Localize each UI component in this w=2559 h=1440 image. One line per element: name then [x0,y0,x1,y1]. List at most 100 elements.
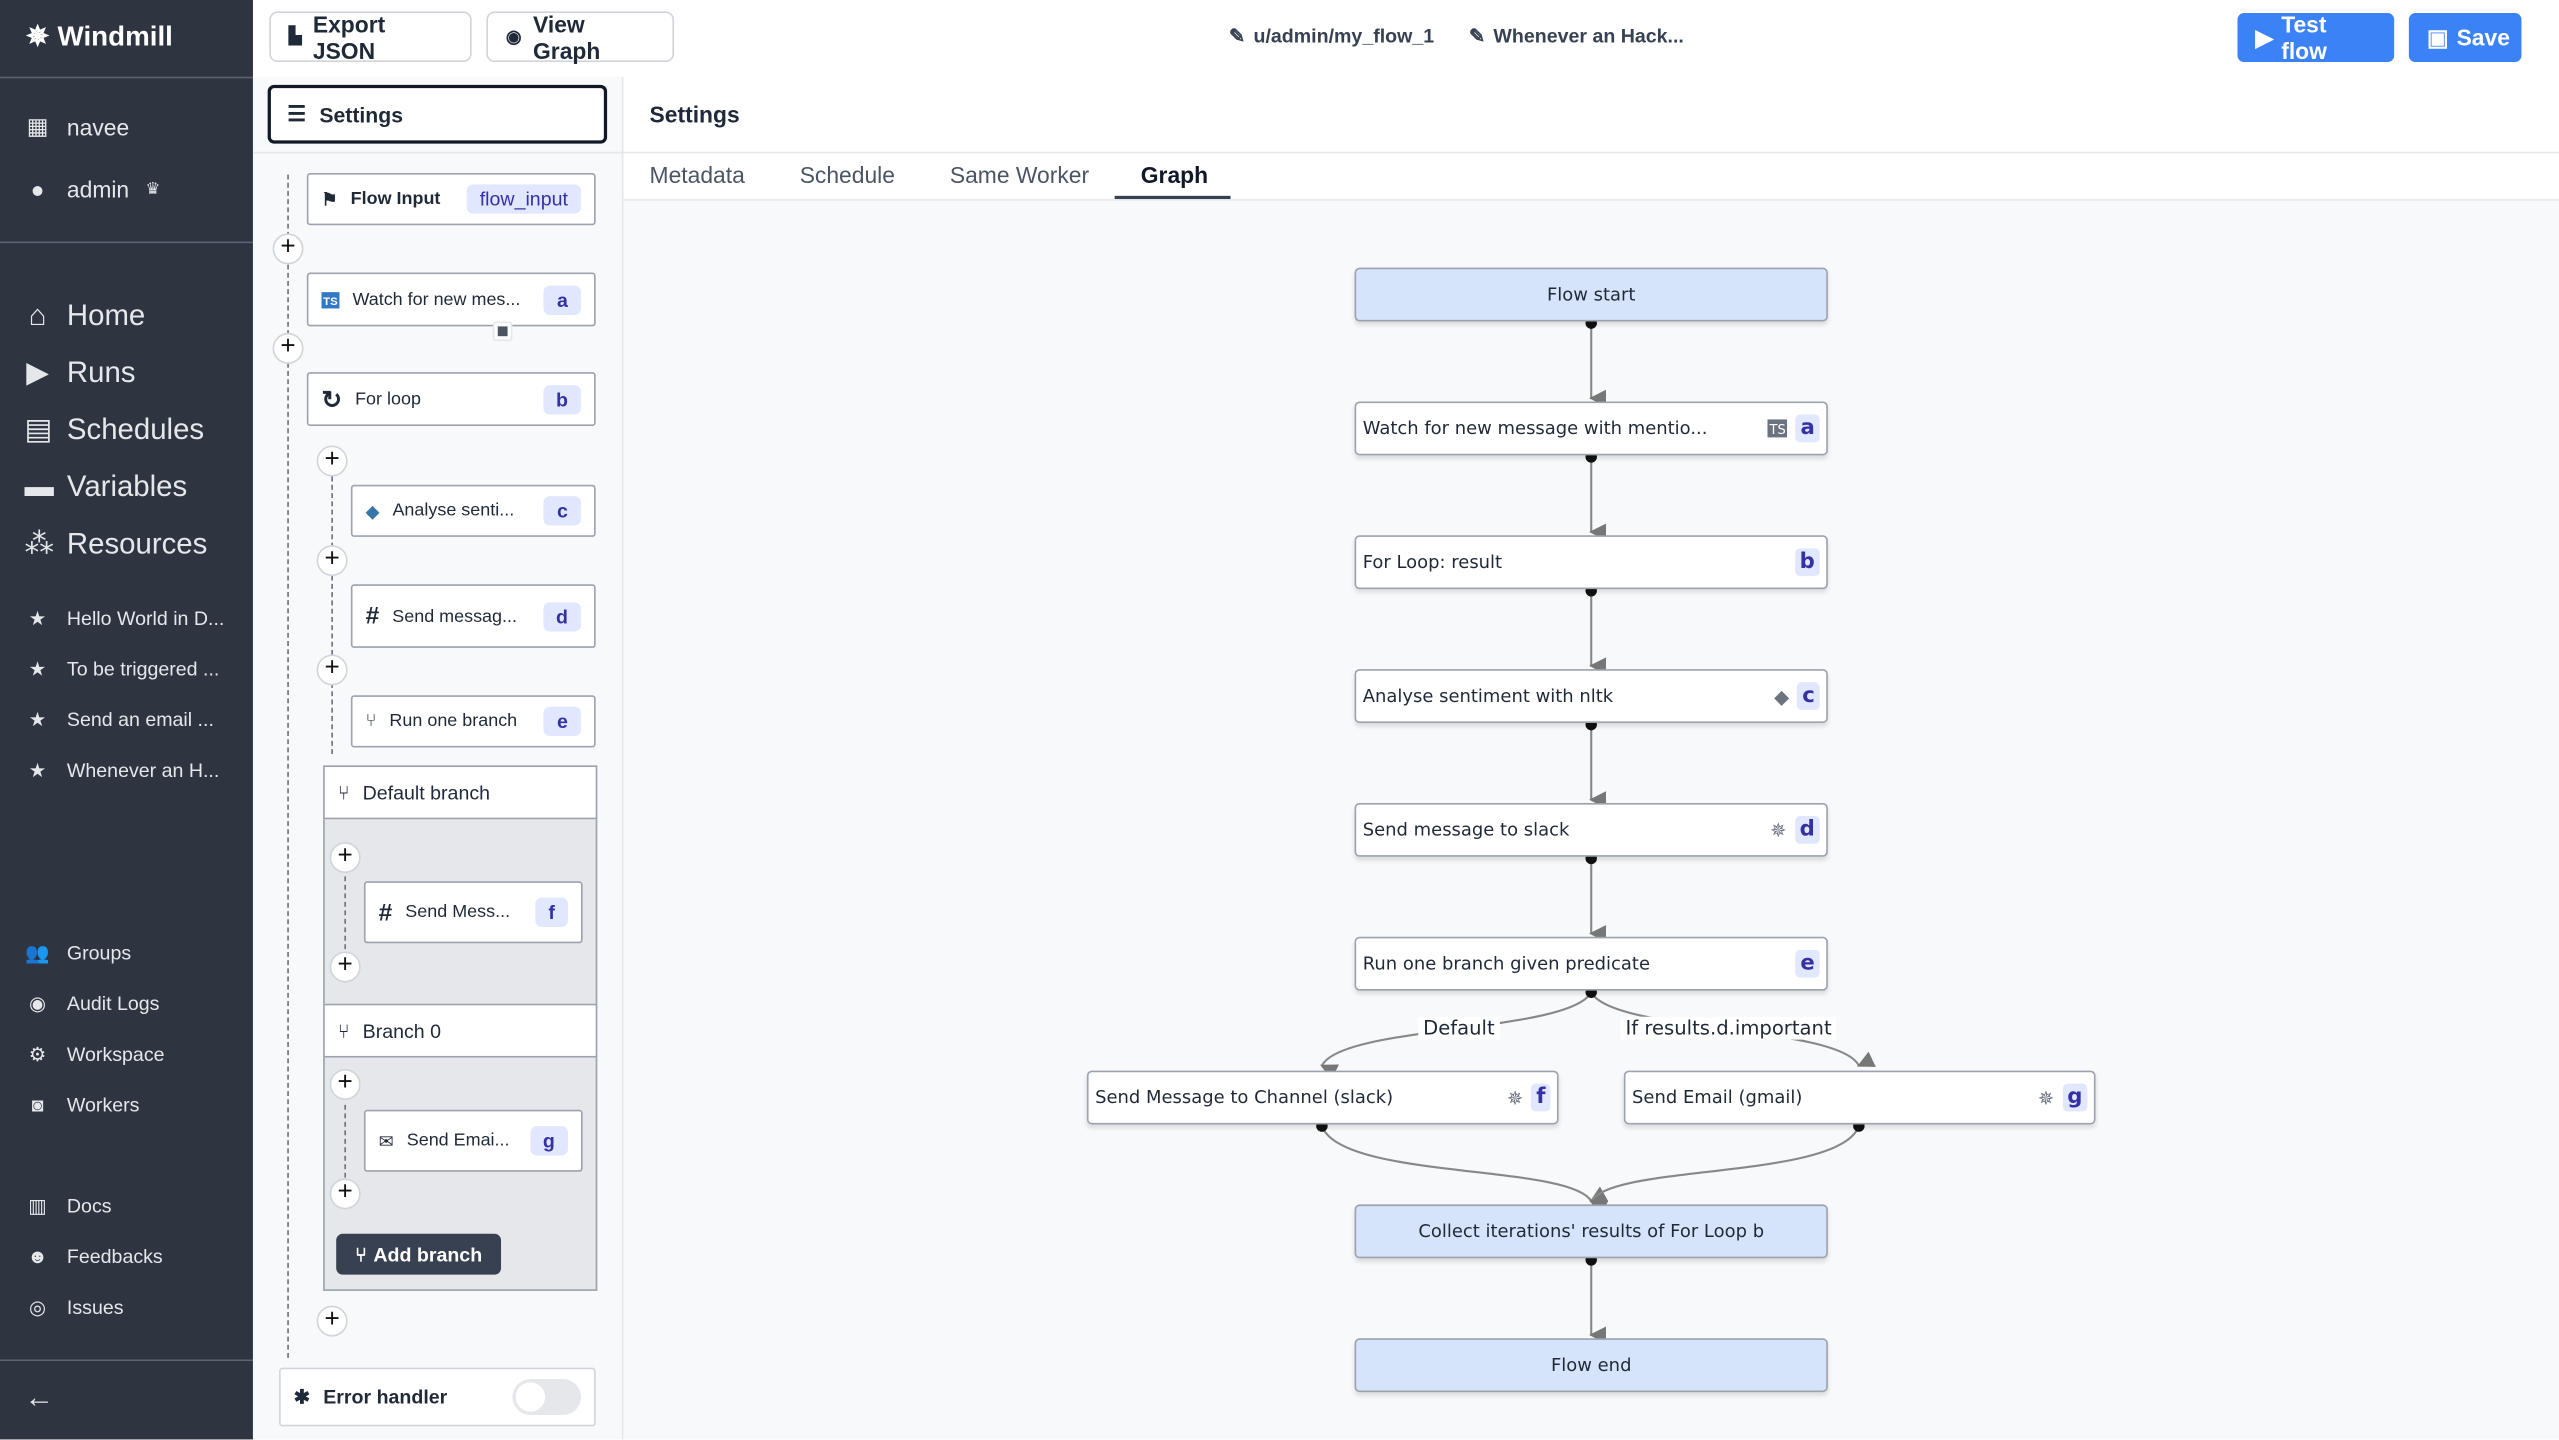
play-icon: ▶ [26,355,49,389]
flag-icon: ⚑ [321,190,338,210]
calendar-icon: ▤ [24,412,53,446]
workspace-menu[interactable]: ▦navee [24,113,129,141]
building-icon: ▦ [26,112,49,139]
stop-after-toggle[interactable] [492,321,513,342]
sidebar-item-issues[interactable]: ◎Issues [24,1295,124,1319]
favorite-item[interactable]: ★Hello World in D... [24,607,225,630]
favorite-item[interactable]: ★Whenever an H... [24,759,220,782]
add-step-button[interactable]: + [329,951,361,983]
add-step-button[interactable]: + [272,233,304,265]
collapse-sidebar-button[interactable]: ← [24,1381,53,1415]
module-node-c[interactable]: ◆Analyse senti...c [350,484,596,537]
add-step-button[interactable]: + [272,332,304,364]
tab-schedule[interactable]: Schedule [799,161,895,188]
flow-end-node[interactable]: Flow end [1354,1338,1828,1393]
slack-icon: # [365,602,380,630]
play-icon: ▶ [2255,23,2274,50]
sidebar-item-variables[interactable]: ▬Variables [24,470,188,503]
tab-metadata[interactable]: Metadata [649,161,745,188]
branch-icon: ⑂ [365,711,377,732]
typescript-icon: TS [321,291,340,308]
save-button[interactable]: ▣Save [2408,13,2522,63]
sidebar-item-runs[interactable]: ▶Runs [26,355,136,389]
logo[interactable]: ✵Windmill [26,21,173,53]
sidebar-item-schedules[interactable]: ▤Schedules [24,412,205,446]
user-menu[interactable]: ●admin♛ [24,176,160,202]
sidebar-item-workspace[interactable]: ⚙Workspace [24,1042,165,1066]
sidebar-item-audit-logs[interactable]: ◉Audit Logs [24,992,160,1016]
wallet-icon: ▬ [24,470,54,503]
pencil-icon: ✎ [1468,24,1486,48]
module-node-f[interactable]: #Send Mess...f [363,881,583,944]
add-step-button[interactable]: + [316,1305,348,1337]
edge [1320,1125,1609,1203]
python-icon: ◆ [365,501,380,522]
flow-graph[interactable]: Default If results.d.important Flow star… [623,200,2559,1440]
branch-icon: ⑂ [355,1242,367,1266]
sidebar-item-workers[interactable]: ◙Workers [24,1093,140,1116]
flow-path[interactable]: ✎u/admin/my_flow_1 [1228,24,1435,48]
book-icon: ▥ [28,1194,47,1218]
branch-icon: ⑂ [337,780,350,804]
sidebar-item-home[interactable]: ⌂Home [24,298,146,333]
star-icon: ★ [28,708,47,732]
collect-node[interactable]: Collect iterations' results of For Loop … [1354,1204,1828,1259]
error-handler-node[interactable]: ✱Error handler [279,1367,596,1427]
add-step-button[interactable]: + [316,545,348,577]
tab-graph[interactable]: Graph [1140,161,1209,188]
gear-icon: ⚙ [28,1042,47,1066]
bug-icon: ✱ [293,1385,311,1409]
windmill-hub-icon: ✵ [1506,1086,1524,1109]
sliders-icon: ☰ [287,101,307,126]
typescript-icon: TS [1767,419,1788,438]
add-step-button[interactable]: + [316,654,348,686]
view-graph-button[interactable]: ◉View Graph [486,11,675,63]
branch-0-header[interactable]: ⑂Branch 0 [323,1003,598,1058]
test-flow-button[interactable]: ▶Test flow [2237,11,2395,64]
graph-node-g[interactable]: Send Email (gmail)✵g [1623,1070,2096,1125]
export-json-button[interactable]: ▙Export JSON [269,11,472,63]
eye-icon: ◉ [28,992,47,1016]
sidebar-item-groups[interactable]: 👥Groups [25,941,132,965]
favorite-item[interactable]: ★Send an email ... [24,708,214,732]
cubes-icon: ⁂ [24,527,54,560]
export-icon: ▙ [288,27,302,46]
module-node-d[interactable]: #Send messag...d [350,584,596,648]
star-icon: ★ [28,657,47,681]
flow-start-node[interactable]: Flow start [1354,267,1828,322]
graph-node-d[interactable]: Send message to slack✵d [1354,802,1828,857]
default-branch-header[interactable]: ⑂Default branch [323,765,598,820]
slack-icon: # [378,898,393,927]
settings-button[interactable]: ☰Settings [267,84,608,144]
flow-summary[interactable]: ✎Whenever an Hack... [1468,24,1684,48]
user-icon: ● [30,176,45,203]
sidebar-item-docs[interactable]: ▥Docs [24,1195,111,1218]
tab-same-worker[interactable]: Same Worker [949,161,1090,188]
windmill-hub-icon: ✵ [2037,1086,2055,1109]
add-branch-button[interactable]: ⑂Add branch [336,1233,502,1275]
pencil-icon: ✎ [1228,24,1246,48]
add-step-button[interactable]: + [329,1178,361,1210]
branch-icon: ⑂ [337,1019,350,1043]
graph-node-f[interactable]: Send Message to Channel (slack)✵f [1086,1070,1559,1125]
sidebar-item-feedbacks[interactable]: ☻Feedbacks [24,1245,163,1268]
star-icon: ★ [28,607,47,630]
module-node-g[interactable]: ✉Send Emai...g [363,1109,583,1172]
users-icon: 👥 [25,941,50,965]
add-step-button[interactable]: + [329,1068,361,1100]
home-icon: ⌂ [28,298,47,332]
add-step-button[interactable]: + [329,842,361,874]
sidebar-item-resources[interactable]: ⁂Resources [24,527,208,560]
add-step-button[interactable]: + [316,445,348,477]
favorite-item[interactable]: ★To be triggered ... [24,657,220,681]
github-icon: ◎ [28,1295,47,1319]
graph-node-c[interactable]: Analyse sentiment with nltk◆c [1354,669,1828,723]
error-handler-toggle[interactable] [512,1379,581,1415]
